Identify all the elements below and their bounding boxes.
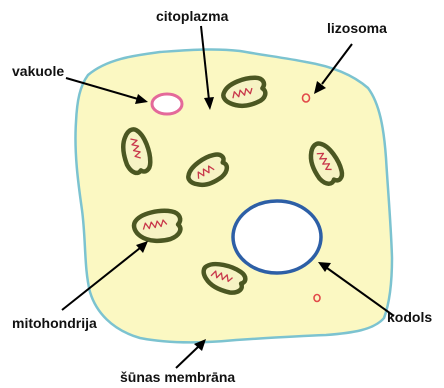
label-kodols: kodols <box>387 309 432 325</box>
label-mitohondrija: mitohondrija <box>12 315 97 331</box>
label-lizosoma: lizosoma <box>327 20 387 36</box>
vacuole <box>152 94 182 114</box>
nucleus <box>233 201 321 273</box>
label-sunas-membrana: šūnas membrāna <box>120 369 235 385</box>
label-vakuole: vakuole <box>12 63 64 79</box>
label-citoplazma: citoplazma <box>156 8 229 24</box>
